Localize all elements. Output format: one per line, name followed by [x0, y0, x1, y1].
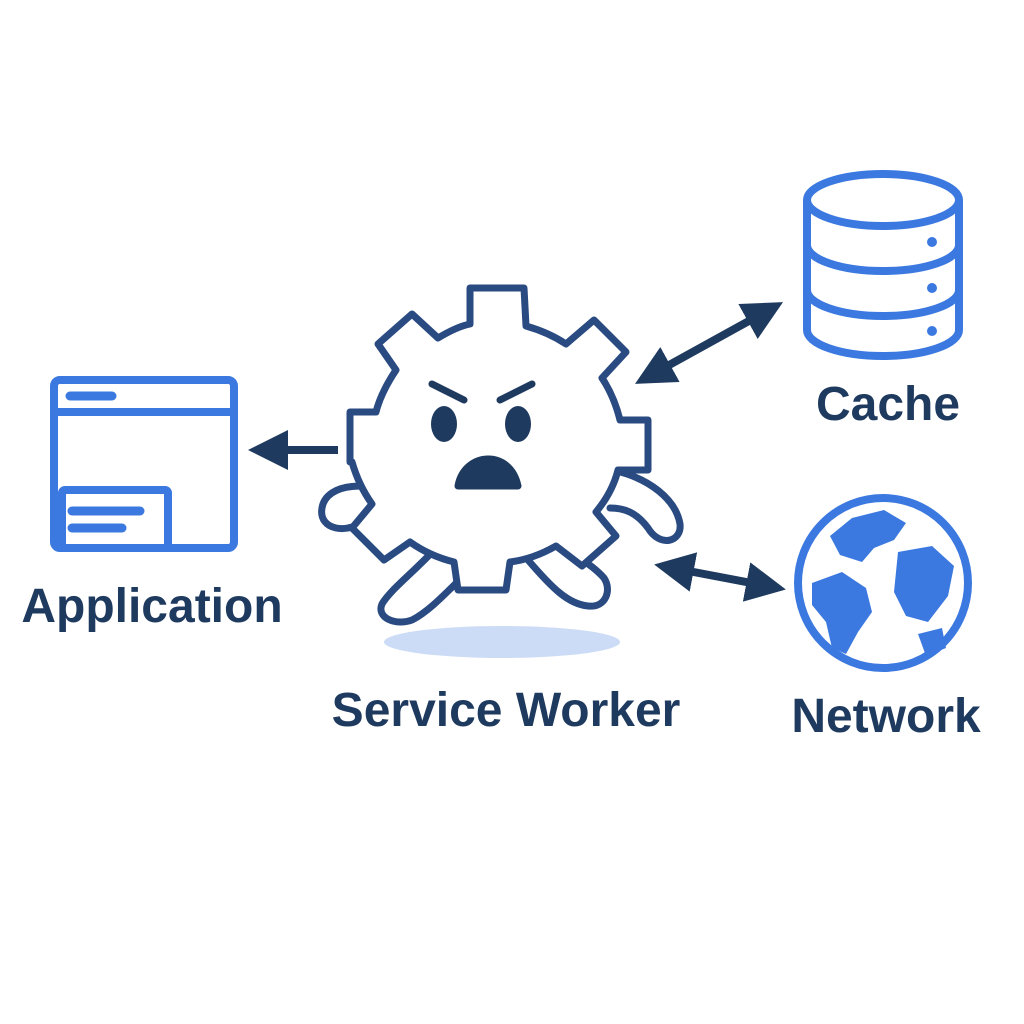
- globe-icon: [794, 494, 972, 672]
- arrow-network-bidirectional: [654, 552, 786, 602]
- gear-mascot-icon: [318, 284, 684, 626]
- label-network: Network: [791, 690, 981, 743]
- mascot-shadow: [384, 626, 620, 658]
- label-service-worker: Service Worker: [332, 684, 681, 737]
- database-icon: [803, 170, 963, 360]
- label-application: Application: [21, 580, 282, 633]
- arrow-cache-bidirectional: [634, 302, 784, 384]
- browser-window-icon: [50, 376, 238, 552]
- label-cache: Cache: [816, 378, 960, 431]
